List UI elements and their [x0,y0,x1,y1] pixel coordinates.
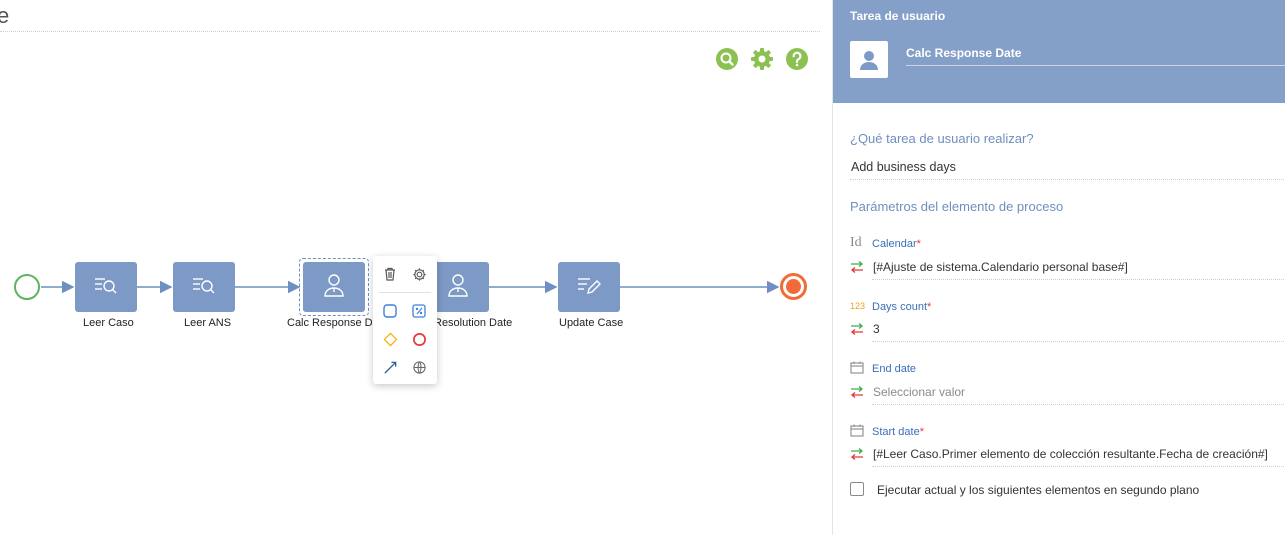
globe-icon[interactable] [409,357,429,377]
number-type-icon: 123 [850,301,866,311]
param-days-count-label: Days count* [872,301,932,313]
read-data-icon [93,274,119,301]
mapping-icon[interactable] [850,323,864,335]
user-task-avatar [850,41,888,78]
task-icon[interactable] [380,301,400,321]
title-divider [0,31,820,32]
selection-frame [299,258,369,316]
question-label: ¿Qué tarea de usuario realizar? [850,131,1034,146]
script-icon[interactable] [409,301,429,321]
panel-header: Tarea de usuario Calc Response Date [833,0,1285,103]
question-underline [850,179,1285,180]
calendar-icon [850,424,864,437]
mapping-icon[interactable] [850,261,864,273]
gear-icon[interactable] [750,47,774,71]
search-icon[interactable] [715,47,739,71]
param-end-date-value[interactable]: Seleccionar valor [873,385,966,399]
user-icon [860,50,878,70]
param-underline [872,466,1285,467]
end-event[interactable] [780,273,807,300]
id-type-icon: Id [850,235,862,250]
node-update-case[interactable] [558,262,620,312]
background-execution-label: Ejecutar actual y los siguientes element… [877,483,1200,497]
modify-data-icon [576,274,602,301]
user-task-icon [322,272,346,303]
param-days-count-value[interactable]: 3 [873,322,880,336]
calendar-icon [850,361,864,374]
param-underline [872,341,1285,342]
param-start-date-label: Start date* [872,426,924,438]
menu-divider [379,292,431,293]
properties-panel: Tarea de usuario Calc Response Date ¿Qué… [832,0,1285,535]
process-canvas[interactable]: e [0,0,832,535]
node-resolution-date[interactable] [427,262,489,312]
gateway-icon[interactable] [380,329,400,349]
param-calendar-label: Calendar* [872,238,921,250]
node-label: Leer Caso [83,317,134,329]
node-label: Update Case [559,317,624,329]
background-execution-checkbox[interactable] [850,482,864,496]
param-calendar-value[interactable]: [#Ajuste de sistema.Calendario personal … [873,260,1128,274]
node-label: Calc Response Da [287,317,379,329]
arrow-icon[interactable] [380,357,400,377]
node-label: Resolution Date [434,317,513,329]
question-icon[interactable] [785,47,809,71]
element-context-menu [373,256,437,384]
trash-icon[interactable] [380,264,400,284]
end-event-icon[interactable] [409,329,429,349]
task-name-field[interactable]: Calc Response Date [906,46,1022,60]
read-data-icon [191,274,217,301]
panel-title: Tarea de usuario [850,9,946,23]
node-leer-caso[interactable] [75,262,137,312]
param-underline [872,279,1285,280]
param-start-date-value[interactable]: [#Leer Caso.Primer elemento de colección… [873,447,1268,461]
gear-icon[interactable] [409,264,429,284]
node-calc-response-date[interactable] [303,262,365,312]
params-section-title: Parámetros del elemento de proceso [850,199,1064,214]
start-event[interactable] [14,274,40,300]
flow-connectors [41,280,780,294]
mapping-icon[interactable] [850,386,864,398]
param-underline [872,404,1285,405]
mapping-icon[interactable] [850,448,864,460]
user-task-select[interactable]: Add business days [851,160,956,174]
node-label: Leer ANS [184,317,232,329]
task-name-underline [906,65,1285,66]
process-title-fragment: e [0,3,10,28]
node-leer-ans[interactable] [173,262,235,312]
param-end-date-label: End date [872,363,917,375]
user-task-icon [446,272,470,303]
